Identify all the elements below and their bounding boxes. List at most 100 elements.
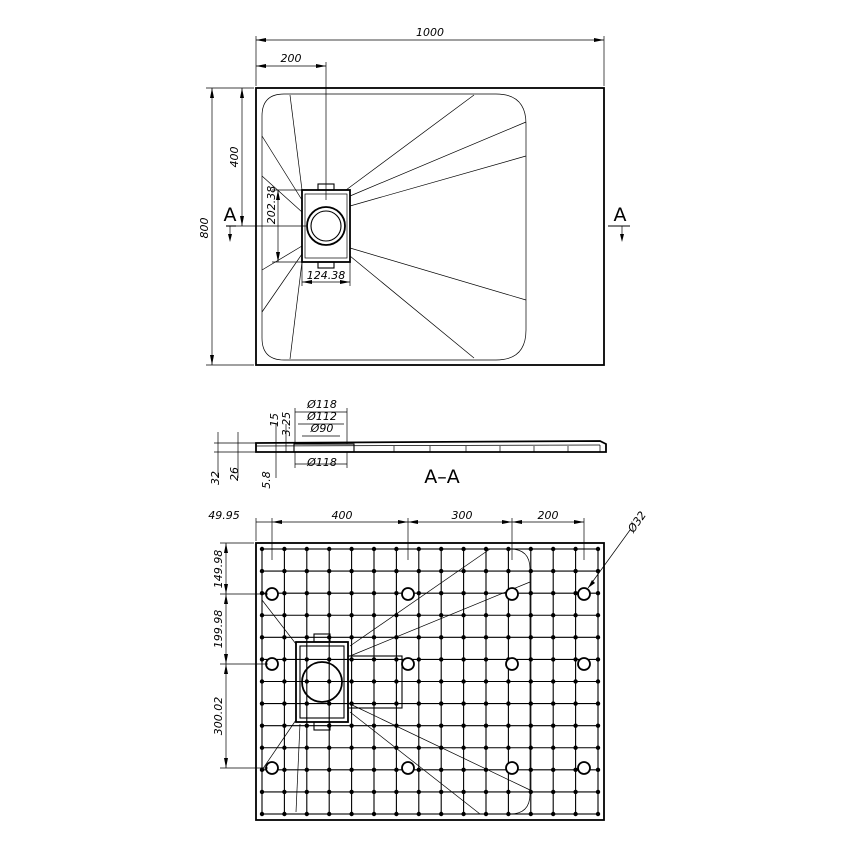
rib-node (439, 767, 444, 773)
rib-node (282, 679, 287, 684)
rib-node (349, 546, 354, 552)
rib-node (506, 701, 511, 706)
rib-node (327, 635, 332, 640)
dim-300-label: 300 (452, 509, 473, 522)
leveling-feet (265, 587, 591, 775)
rib-node (304, 679, 309, 684)
rib-node (573, 767, 578, 773)
rib-node (259, 546, 265, 552)
rib-node (371, 789, 377, 795)
rib-node (483, 679, 489, 684)
leveling-foot (505, 587, 519, 601)
rib-node (551, 767, 556, 773)
rib-node (416, 546, 421, 552)
rib-node (371, 657, 377, 662)
dim-1000 (255, 36, 605, 86)
rib-node (349, 657, 354, 662)
rib-node (595, 767, 601, 773)
rib-node (595, 657, 601, 662)
dim-200-top (256, 62, 327, 200)
section-d118-bottom: Ø118 (306, 456, 337, 469)
section-d112: Ø112 (306, 410, 337, 423)
bottom-vertical-arrows (224, 543, 228, 768)
rib-node (327, 546, 332, 552)
rib-node (528, 657, 533, 662)
rib-node (595, 745, 601, 750)
rib-node (327, 811, 332, 817)
dim-20238 (272, 189, 302, 263)
rib-node (528, 546, 533, 552)
rib-node (349, 811, 354, 817)
rib-node (483, 657, 489, 662)
rib-node (551, 789, 556, 795)
leveling-foot (577, 657, 591, 671)
rib-node (371, 679, 377, 684)
rib-node (461, 635, 466, 640)
leveling-foot (505, 657, 519, 671)
rib-node (439, 679, 444, 684)
rib-node (371, 811, 377, 817)
rib-node (551, 590, 556, 596)
rib-node (327, 767, 332, 773)
rib-node (282, 767, 287, 773)
rib-node (573, 657, 578, 662)
shower-area-outline (261, 93, 527, 361)
rib-node (416, 590, 421, 596)
drain-bottom (295, 633, 403, 731)
rib-node (551, 723, 556, 728)
dim-19998-label: 199.98 (212, 610, 225, 649)
section-dim-26: 26 (228, 467, 241, 481)
leveling-foot (401, 761, 415, 775)
rib-node (416, 701, 421, 706)
leveling-foot (401, 587, 415, 601)
rib-node (371, 701, 377, 706)
rib-node (394, 590, 399, 596)
rib-node (416, 723, 421, 728)
rib-node (461, 568, 466, 574)
rib-node (416, 789, 421, 795)
rib-node (416, 613, 421, 618)
rib-node (304, 657, 309, 662)
bottom-view: 49.95 400 300 200 Ø32 149.98 199.98 300.… (208, 509, 649, 821)
rib-node (304, 767, 309, 773)
rib-node (259, 679, 265, 684)
rib-node (483, 723, 489, 728)
rib-node (394, 767, 399, 773)
rib-node (304, 635, 309, 640)
rib-node (461, 767, 466, 773)
rib-node (416, 657, 421, 662)
rib-node (439, 590, 444, 596)
rib-node (304, 546, 309, 552)
dim-200-bottom-label: 200 (538, 509, 559, 522)
rib-node (595, 701, 601, 706)
section-title: A–A (424, 466, 460, 488)
rib-node (394, 679, 399, 684)
rib-node (506, 723, 511, 728)
section-drain (293, 443, 355, 453)
rib-node (282, 635, 287, 640)
rib-node (304, 811, 309, 817)
rib-node (528, 723, 533, 728)
rib-node (327, 723, 332, 728)
rib-node (349, 701, 354, 706)
rib-node (573, 789, 578, 795)
rib-node (349, 679, 354, 684)
rib-node (394, 568, 399, 574)
section-marker-left (226, 225, 236, 242)
dim-d32-leader (587, 529, 631, 589)
rib-node (573, 613, 578, 618)
dim-400-bottom-label: 400 (332, 509, 353, 522)
rib-node (259, 590, 265, 596)
rib-node (506, 568, 511, 574)
rib-node (483, 546, 489, 552)
dim-800-label: 800 (198, 218, 211, 239)
rib-node (483, 568, 489, 574)
rib-node (394, 613, 399, 618)
rib-node (483, 635, 489, 640)
rib-node (394, 657, 399, 662)
slope-lines-bottom (261, 548, 531, 815)
section-d90: Ø90 (310, 422, 334, 435)
bottom-horizontal-dims (255, 518, 585, 560)
rib-node (371, 613, 377, 618)
